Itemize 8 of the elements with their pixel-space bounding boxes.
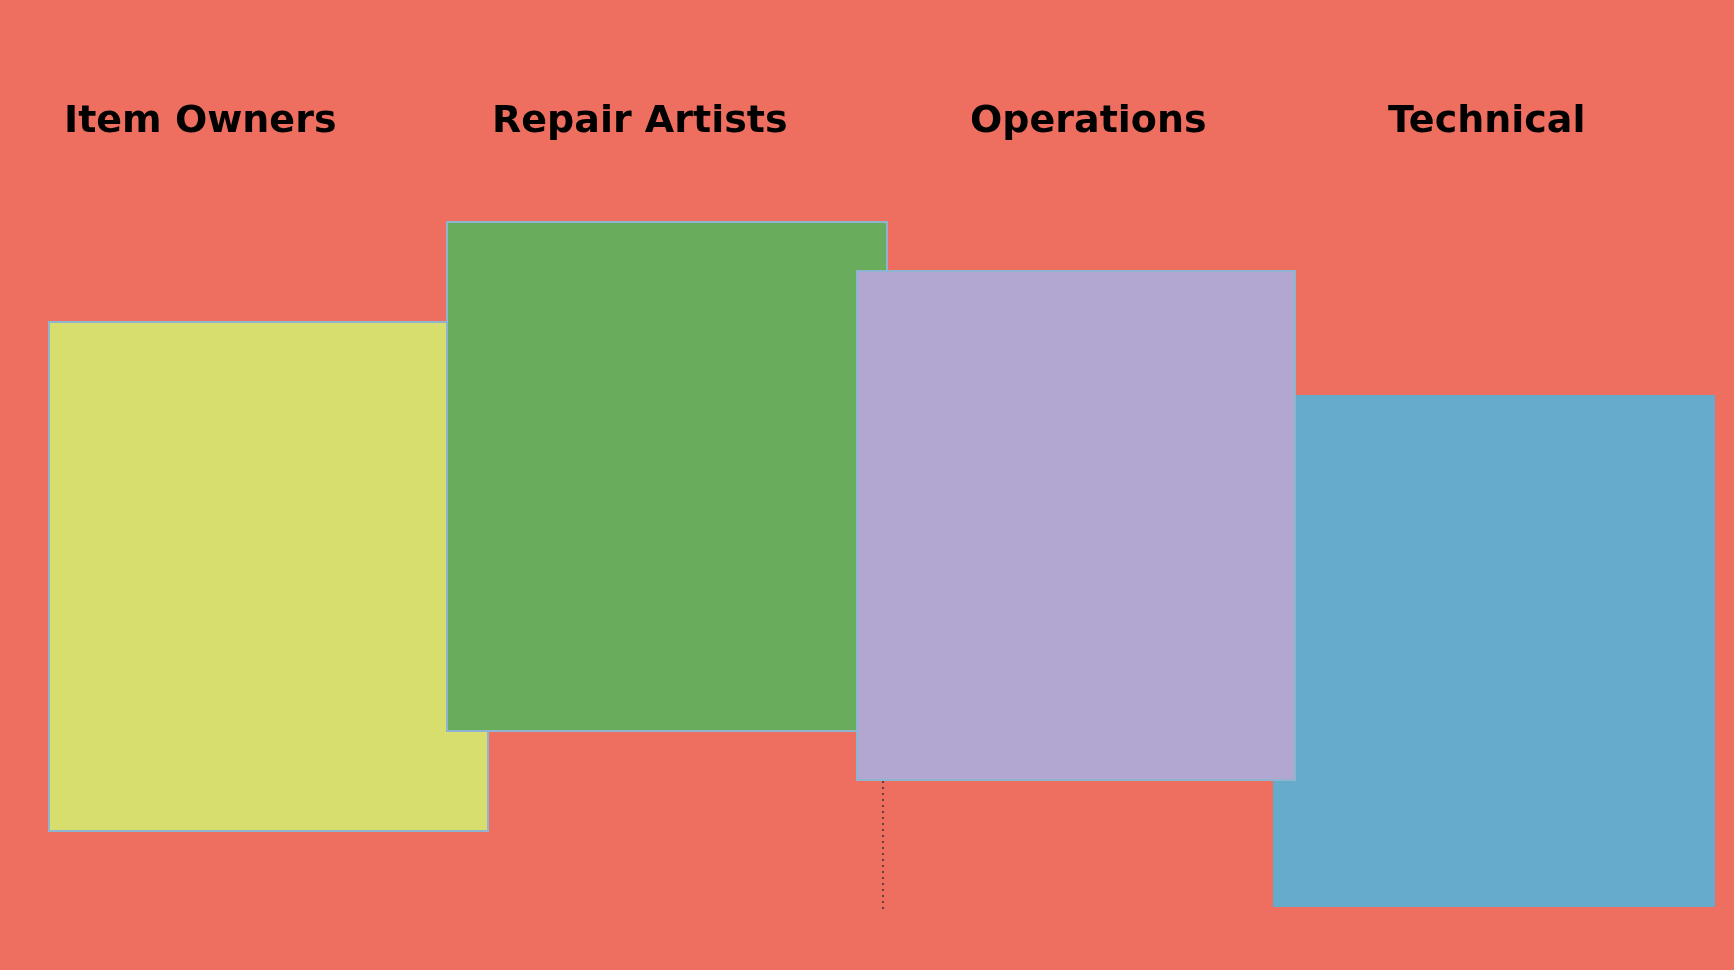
colored-box xyxy=(856,270,1296,781)
colored-box xyxy=(1273,395,1715,907)
column-heading: Operations xyxy=(970,96,1207,143)
column-heading: Item Owners xyxy=(64,96,337,143)
column-heading: Repair Artists xyxy=(492,96,788,143)
colored-box xyxy=(446,221,888,732)
colored-box xyxy=(48,321,489,832)
column-heading: Technical xyxy=(1388,96,1586,143)
